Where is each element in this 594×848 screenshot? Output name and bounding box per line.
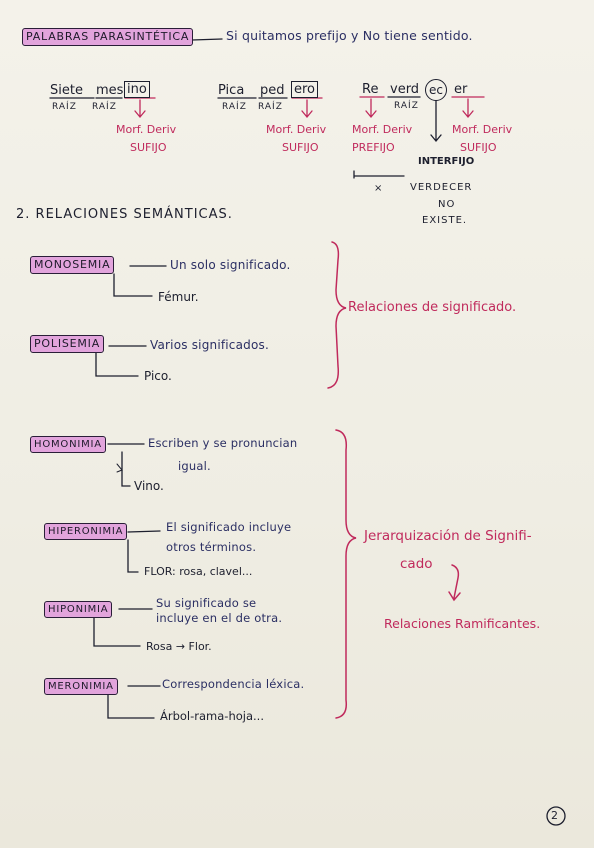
- polisemia-example: Pico.: [144, 369, 172, 383]
- group1-brace-label: Relaciones de significado.: [348, 300, 517, 315]
- result-arrow: [448, 564, 461, 602]
- section-title: 2. RELACIONES SEMÁNTICAS.: [16, 207, 233, 222]
- homonimia-definition-2: igual.: [178, 459, 211, 473]
- ex3-morph-suffix: Morf. Deriv: [452, 123, 513, 136]
- ex3-morph-prefix: Morf. Deriv: [352, 123, 413, 136]
- ex3-suffix: er: [454, 82, 468, 97]
- hiponimia-box: HIPONIMIA: [44, 601, 113, 618]
- hiperonimia-example: FLOR: rosa, clavel...: [144, 565, 253, 578]
- ex2-tag1: RAÍZ: [222, 102, 247, 112]
- meronimia-example: Árbol-rama-hoja...: [160, 709, 264, 723]
- ex3-no: NO: [438, 199, 456, 210]
- ex1-tag1: RAÍZ: [52, 102, 77, 112]
- hiponimia-definition-2: incluye en el de otra.: [156, 611, 283, 625]
- hiperonimia-box: HIPERONIMIA: [44, 523, 128, 540]
- ex3-verdecer: VERDECER: [410, 182, 473, 193]
- ex3-prefix: Re: [362, 82, 379, 97]
- meronimia-box: MERONIMIA: [44, 678, 118, 695]
- ex1-morph: Morf. Deriv: [116, 123, 177, 136]
- brace-group2: [335, 429, 357, 719]
- monosemia-box: MONOSEMIA: [30, 256, 115, 275]
- ex2-morph: Morf. Deriv: [266, 123, 327, 136]
- page-number-circle: [546, 806, 566, 826]
- ex3-kind-suffix: SUFIJO: [460, 141, 497, 154]
- ex3-x-mark: ×: [374, 183, 383, 194]
- ex1-suffix-boxed: ino: [124, 81, 150, 98]
- meronimia-definition: Correspondencia léxica.: [162, 677, 305, 691]
- ex1-root2: mes: [96, 83, 124, 98]
- ex1-tag2: RAÍZ: [92, 102, 117, 112]
- page-number: 2: [551, 809, 558, 822]
- ex1-kind: SUFIJO: [130, 141, 167, 154]
- hiperonimia-definition-1: El significado incluye: [166, 520, 292, 534]
- polisemia-box: POLISEMIA: [30, 335, 105, 354]
- homonimia-box: HOMONIMIA: [30, 436, 106, 453]
- ex1-root1: Siete: [50, 83, 83, 98]
- ex2-kind: SUFIJO: [282, 141, 319, 154]
- ex3-kind-prefix: PREFIJO: [352, 141, 395, 154]
- monosemia-definition: Un solo significado.: [170, 258, 291, 272]
- brace-group1: [327, 241, 347, 389]
- parasinteticas-definition: Si quitamos prefijo y No tiene sentido.: [226, 28, 473, 43]
- group2-brace-label-2: cado: [400, 556, 433, 572]
- ex3-interfix-circled: ec: [425, 79, 447, 101]
- ex3-interfix-label: INTERFIJO: [418, 156, 475, 167]
- hiponimia-definition-1: Su significado se: [156, 596, 257, 610]
- hiponimia-example: Rosa → Flor.: [146, 640, 212, 653]
- ex2-root2: ped: [260, 83, 285, 98]
- homonimia-example: Vino.: [134, 479, 164, 493]
- ex2-root1: Pica: [218, 83, 245, 98]
- group2-brace-label-1: Jerarquización de Signifi-: [364, 528, 532, 544]
- ex3-root: verd: [390, 82, 420, 97]
- ex2-suffix-boxed: ero: [291, 81, 319, 98]
- parasinteticas-box: PALABRAS PARASINTÉTICA: [22, 28, 194, 47]
- hiperonimia-definition-2: otros términos.: [166, 540, 257, 554]
- ex3-existe: EXISTE.: [422, 215, 468, 226]
- group2-result: Relaciones Ramificantes.: [384, 616, 541, 631]
- polisemia-definition: Varios significados.: [150, 338, 269, 352]
- top-connector: [191, 38, 223, 41]
- homonimia-definition-1: Escriben y se pronuncian: [148, 436, 298, 450]
- ex3-tag-root: RAÍZ: [394, 101, 419, 111]
- monosemia-example: Fémur.: [158, 290, 199, 304]
- ex2-tag2: RAÍZ: [258, 102, 283, 112]
